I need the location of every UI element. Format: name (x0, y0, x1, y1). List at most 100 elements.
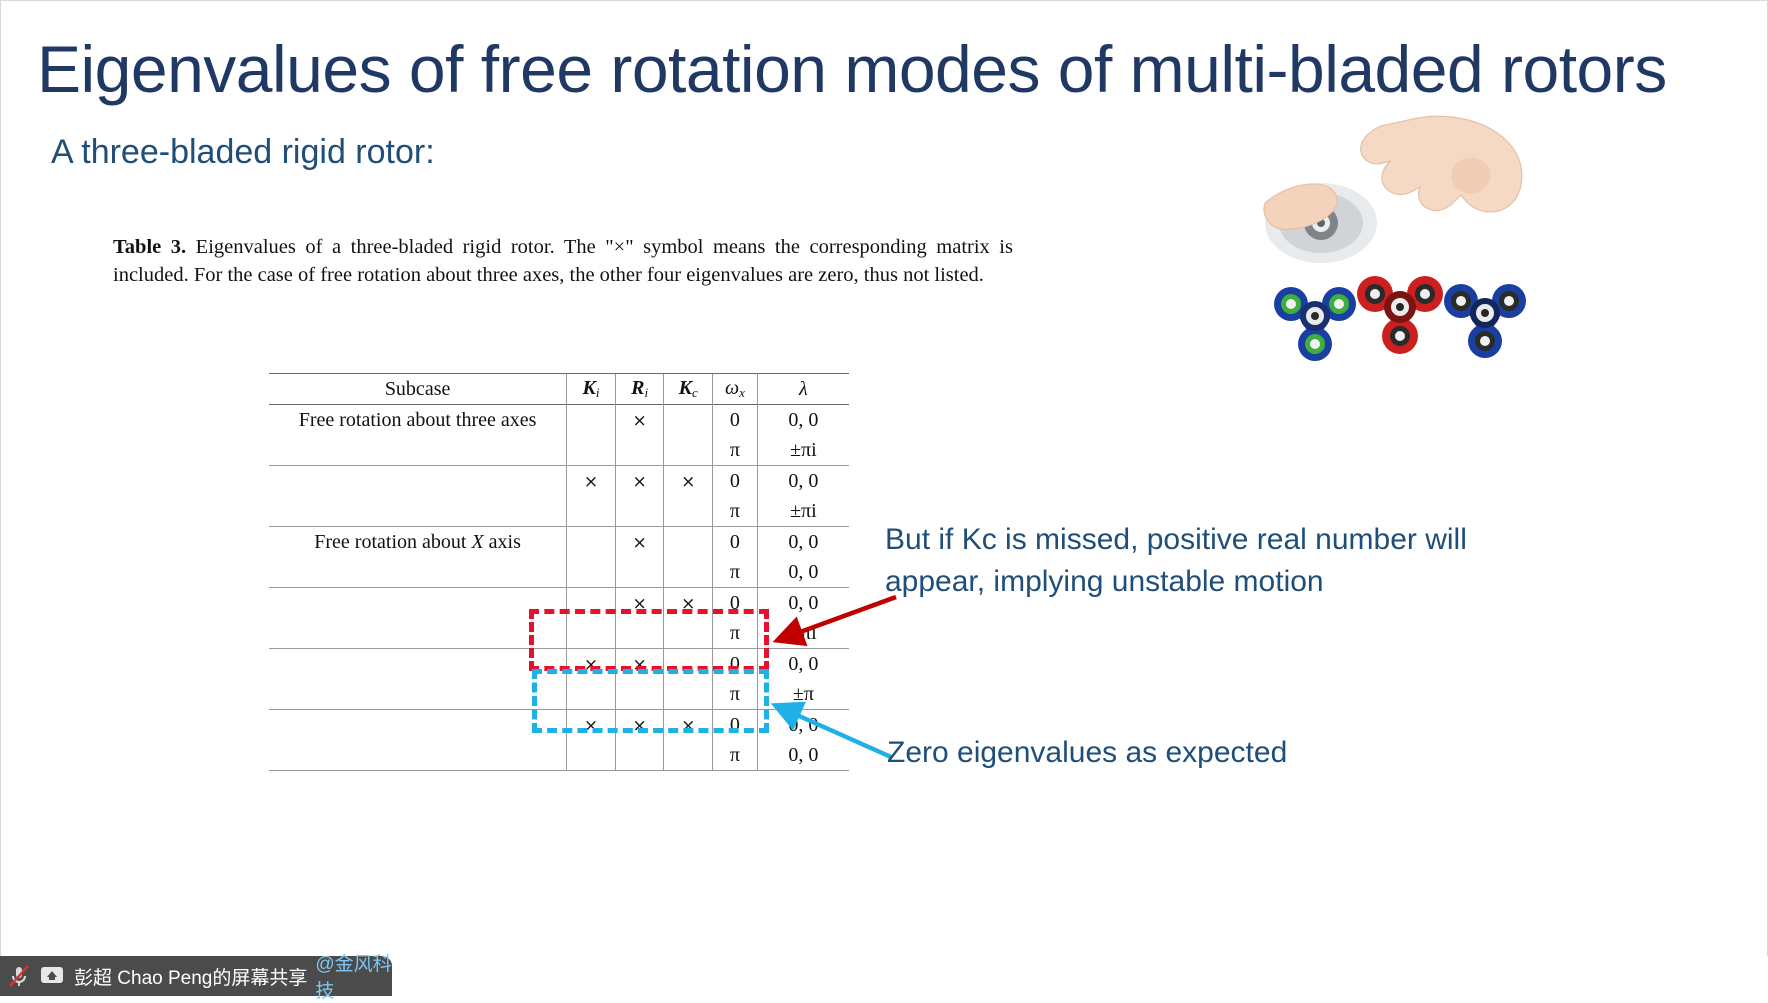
cell-subcase (269, 679, 567, 710)
cell-omega-x: π (712, 618, 758, 649)
header-subcase: Subcase (269, 373, 567, 405)
cell-ki (566, 404, 616, 435)
cell-kc (663, 557, 713, 588)
cell-subcase (269, 587, 567, 618)
table-caption-label: Table 3. (113, 236, 187, 258)
cell-ri: × (614, 404, 664, 435)
cell-ki (566, 526, 616, 557)
cell-lambda: 0, 0 (756, 465, 849, 496)
cell-subcase (269, 557, 567, 588)
cell-lambda: ±πi (756, 435, 849, 466)
cell-omega-x: π (712, 679, 758, 710)
cell-lambda: 0, 0 (756, 740, 849, 771)
cell-ki (566, 618, 616, 649)
cell-kc (663, 496, 713, 527)
cell-lambda: 0, 0 (756, 557, 849, 588)
cell-omega-x: 0 (712, 709, 758, 740)
page-title: Eigenvalues of free rotation modes of mu… (37, 32, 1667, 106)
cell-omega-x: π (712, 740, 758, 771)
screen-share-taskbar[interactable]: 彭超 Chao Peng的屏幕共享 @金风科技 (0, 954, 392, 1002)
header-ri: Ri (614, 373, 664, 405)
hand-holding-spinner-illustration (1263, 115, 1526, 361)
cell-subcase (269, 435, 567, 466)
cell-ki: × (566, 648, 616, 679)
cell-lambda: ±πi (756, 496, 849, 527)
cell-ri (614, 740, 664, 771)
table-caption: Table 3. Eigenvalues of a three-bladed r… (113, 233, 1013, 289)
cell-kc (663, 618, 713, 649)
cell-kc (663, 404, 713, 435)
slide-subtitle: A three-bladed rigid rotor: (51, 133, 435, 171)
screen-share-handle: @金风科技 (315, 954, 392, 1002)
annotation-zero-eigenvalues: Zero eigenvalues as expected (887, 736, 1288, 769)
cell-ki (566, 587, 616, 618)
cell-ri: × (614, 587, 664, 618)
screen-share-label: 彭超 Chao Peng的屏幕共享 (74, 967, 308, 989)
cell-ri: × (614, 648, 664, 679)
cell-omega-x: 0 (712, 404, 758, 435)
cell-kc (663, 740, 713, 771)
cell-kc (663, 648, 713, 679)
cell-subcase (269, 496, 567, 527)
header-lambda: λ (756, 373, 849, 405)
cell-ri (614, 618, 664, 649)
cell-lambda: 0, 0 (756, 587, 849, 618)
spinner-blue (1444, 284, 1526, 358)
cell-omega-x: 0 (712, 526, 758, 557)
cell-subcase (269, 709, 567, 740)
spinner-red (1357, 276, 1443, 354)
cell-lambda: 0, 0 (756, 709, 849, 740)
cell-omega-x: π (712, 557, 758, 588)
cell-subcase: Free rotation about X axis (269, 526, 567, 557)
cell-kc: × (663, 709, 713, 740)
cell-lambda: 0, 0 (756, 404, 849, 435)
table-row: π±πi (269, 496, 849, 527)
cell-ki: × (566, 465, 616, 496)
cell-kc (663, 679, 713, 710)
mic-muted-icon[interactable] (8, 964, 30, 988)
cell-lambda: 0, 0 (756, 648, 849, 679)
table-row: π±πi (269, 435, 849, 466)
table-bottom-rule (269, 770, 849, 801)
cell-subcase (269, 465, 567, 496)
cell-subcase: Free rotation about three axes (269, 404, 567, 435)
annotation-unstable-motion: But if Kc is missed, positive real numbe… (885, 523, 1467, 598)
cell-ki (566, 557, 616, 588)
cell-kc: × (663, 587, 713, 618)
cell-lambda: 0, 0 (756, 526, 849, 557)
header-kc: Kc (663, 373, 713, 405)
header-ki: Ki (566, 373, 616, 405)
cell-omega-x: π (712, 496, 758, 527)
cell-omega-x: π (712, 435, 758, 466)
cell-ki (566, 740, 616, 771)
header-omega-x: ωx (712, 373, 758, 405)
table-caption-text: Eigenvalues of a three-bladed rigid roto… (113, 236, 1013, 286)
cell-ki (566, 679, 616, 710)
cell-ri: × (614, 709, 664, 740)
screen-share-icon[interactable] (40, 965, 64, 987)
cell-ri: × (614, 465, 664, 496)
cell-ki (566, 435, 616, 466)
cell-subcase (269, 618, 567, 649)
cell-omega-x: 0 (712, 465, 758, 496)
cell-lambda: ±π (756, 679, 849, 710)
cell-ri (614, 679, 664, 710)
cell-ri (614, 557, 664, 588)
cell-ki: × (566, 709, 616, 740)
table-row: π±π (269, 679, 849, 710)
cell-kc: × (663, 465, 713, 496)
table-row: π±πi (269, 618, 849, 649)
cell-omega-x: 0 (712, 648, 758, 679)
cell-kc (663, 435, 713, 466)
